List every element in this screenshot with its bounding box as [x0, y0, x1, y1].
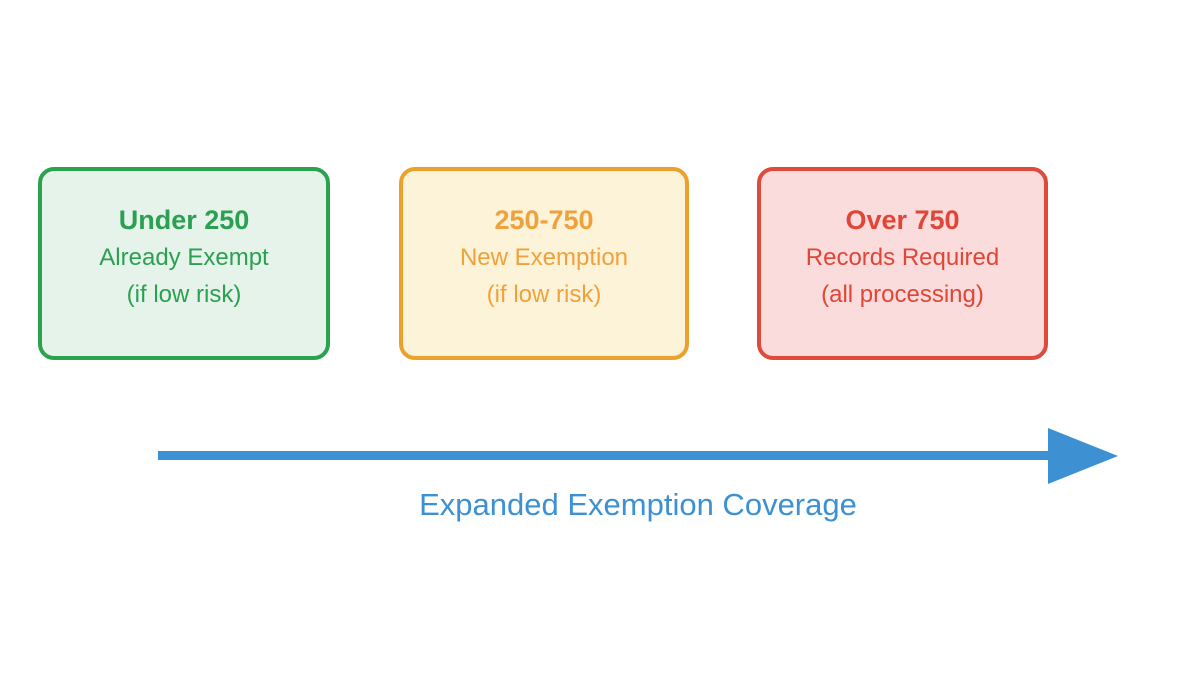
arrow-caption: Expanded Exemption Coverage	[419, 487, 857, 522]
card-subtitle: Already Exempt	[99, 243, 269, 271]
arrow-right-icon	[1048, 428, 1118, 484]
card-250-750: 250-750 New Exemption (if low risk)	[399, 167, 689, 360]
arrow-line	[158, 451, 1053, 460]
card-note: (if low risk)	[486, 280, 602, 308]
card-over-750: Over 750 Records Required (all processin…	[757, 167, 1048, 360]
card-note: (all processing)	[821, 280, 984, 308]
card-subtitle: Records Required	[805, 243, 1000, 271]
card-subtitle: New Exemption	[459, 243, 629, 271]
card-title: Over 750	[845, 204, 960, 235]
card-title: Under 250	[118, 204, 250, 235]
card-note: (if low risk)	[126, 280, 242, 308]
card-title: 250-750	[494, 204, 594, 235]
card-under-250: Under 250 Already Exempt (if low risk)	[38, 167, 330, 360]
